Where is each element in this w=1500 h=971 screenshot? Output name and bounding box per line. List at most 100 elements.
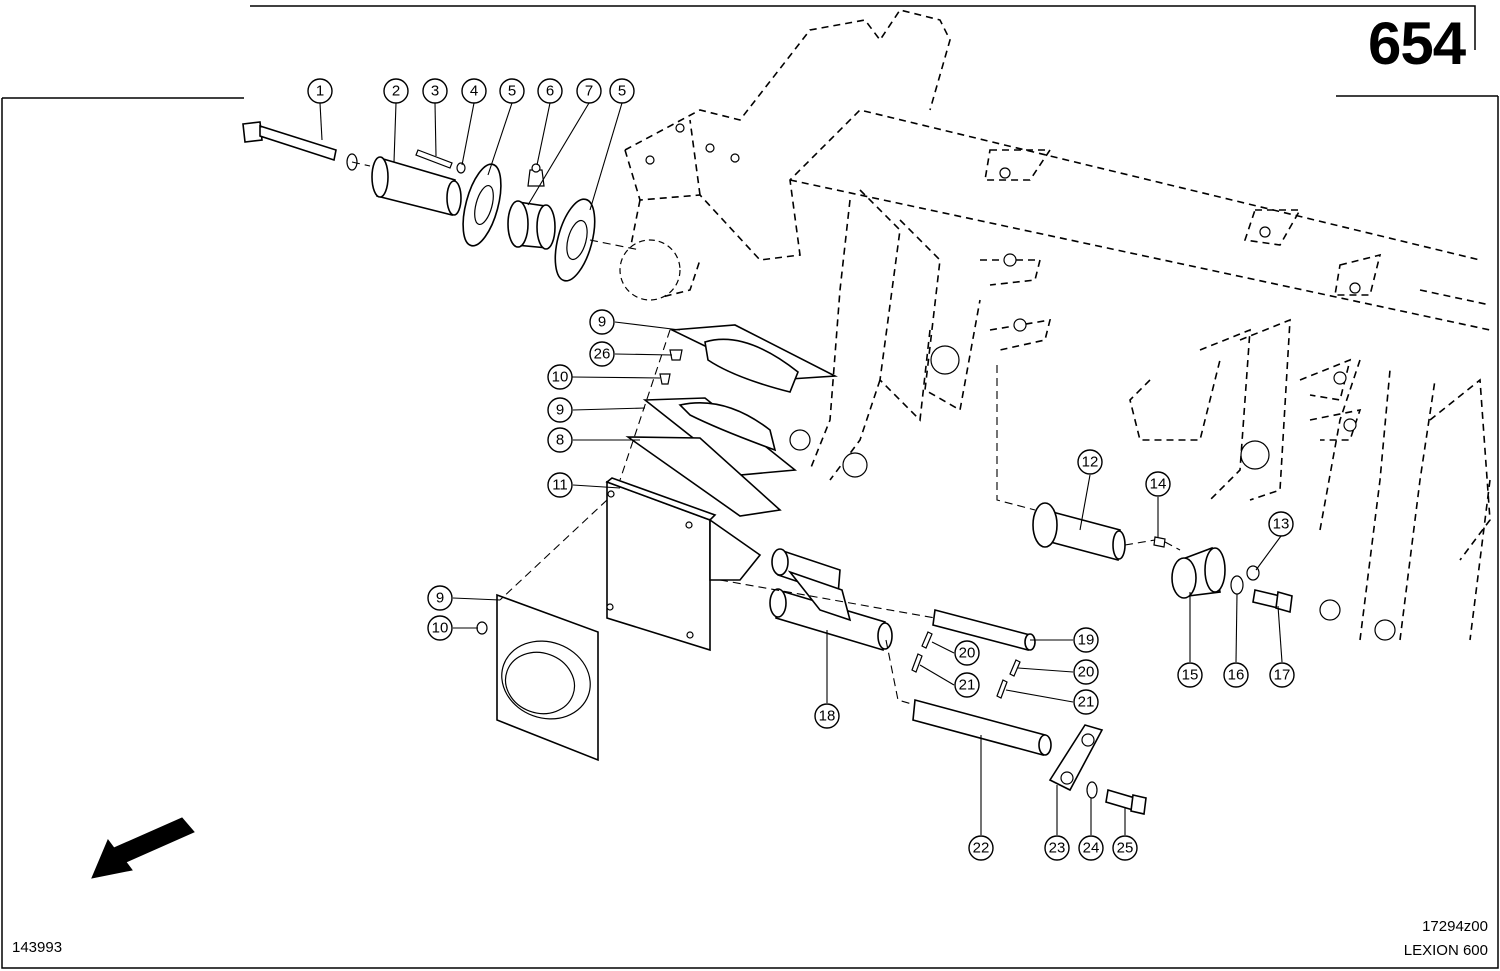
part-screw-10 — [659, 373, 671, 385]
callout: 2 — [383, 78, 409, 104]
callout: 21 — [1073, 689, 1099, 715]
callout-label: 21 — [959, 677, 976, 694]
callout-label: 20 — [959, 645, 976, 662]
callout-label: 22 — [973, 840, 990, 857]
callout-label: 21 — [1078, 694, 1095, 711]
callout: 22 — [968, 835, 994, 861]
part-pin-19 — [932, 608, 1036, 652]
callout: 13 — [1268, 511, 1294, 537]
callout-label: 14 — [1150, 476, 1167, 493]
callout-label: 16 — [1228, 667, 1245, 684]
callout-label: 11 — [552, 477, 568, 494]
callout: 25 — [1112, 835, 1138, 861]
callout-label: 17 — [1274, 667, 1291, 684]
callout: 20 — [954, 640, 980, 666]
callout-label: 20 — [1078, 664, 1095, 681]
part-lever — [769, 548, 893, 652]
part-roll-pins — [911, 631, 1021, 699]
callout: 14 — [1145, 471, 1171, 497]
drawing-code: 17294z00 — [1422, 918, 1488, 935]
callout-label: 10 — [432, 620, 449, 637]
callout: 19 — [1073, 627, 1099, 653]
callout: 4 — [461, 78, 487, 104]
part-cover-plate — [625, 436, 782, 517]
part-screw-10-lower — [476, 621, 488, 635]
callout: 15 — [1177, 662, 1203, 688]
callout: 5 — [499, 78, 525, 104]
callout: 24 — [1078, 835, 1104, 861]
part-screw-26 — [669, 349, 683, 361]
part-bolt-17 — [1252, 589, 1293, 614]
callout-label: 7 — [585, 83, 593, 100]
callout: 9 — [589, 309, 615, 335]
part-grease-nipple — [527, 163, 545, 187]
callout-label: 2 — [392, 83, 400, 100]
part-seal-plate-upper — [669, 324, 838, 393]
callout-label: 12 — [1082, 454, 1099, 471]
callout: 11 — [547, 472, 573, 498]
callout-label: 18 — [819, 708, 836, 725]
callout-label: 9 — [556, 402, 564, 419]
part-flange — [462, 163, 502, 247]
callout-label: 19 — [1078, 632, 1095, 649]
part-seal-plate-lower — [496, 593, 599, 762]
part-flange-second — [554, 198, 596, 282]
arrow-down-left-icon — [91, 817, 195, 879]
callout-label: 26 — [594, 346, 611, 363]
callout: 23 — [1044, 835, 1070, 861]
page-number: 654 — [1368, 10, 1466, 77]
leader-lines — [319, 102, 1283, 835]
machine-frame — [619, 9, 1491, 641]
callout-label: 13 — [1273, 516, 1290, 533]
callout: 5 — [609, 78, 635, 104]
callout-label: 5 — [508, 83, 516, 100]
part-sleeve-14 — [1153, 536, 1166, 548]
part-small-screw — [415, 149, 466, 174]
callout: 9 — [547, 397, 573, 423]
part-bolt-25 — [1105, 788, 1147, 815]
callout: 10 — [427, 615, 453, 641]
callout: 18 — [814, 703, 840, 729]
callout: 8 — [547, 427, 573, 453]
callout: 9 — [427, 585, 453, 611]
callout-label: 5 — [618, 83, 626, 100]
part-bushing-15 — [1171, 546, 1226, 599]
callout: 16 — [1223, 662, 1249, 688]
document-number: 143993 — [12, 939, 63, 956]
callout: 20 — [1073, 659, 1099, 685]
part-link-plate — [1048, 724, 1104, 792]
part-washer-24 — [1086, 781, 1098, 799]
part-washer-16 — [1230, 575, 1244, 595]
callout: 3 — [422, 78, 448, 104]
callout: 7 — [576, 78, 602, 104]
callout-label: 6 — [546, 83, 554, 100]
part-seal-plate-middle — [642, 397, 798, 476]
callout: 10 — [547, 364, 573, 390]
callout: 12 — [1077, 449, 1103, 475]
page-border — [1, 5, 1499, 969]
part-housing — [605, 477, 762, 652]
callout-label: 15 — [1182, 667, 1199, 684]
callout: 6 — [537, 78, 563, 104]
callout-label: 23 — [1049, 840, 1066, 857]
callout-label: 9 — [598, 314, 606, 331]
callout: 17 — [1269, 662, 1295, 688]
callout: 1 — [307, 78, 333, 104]
callout-label: 3 — [431, 83, 439, 100]
callout-label: 10 — [552, 369, 569, 386]
callout: 26 — [589, 341, 615, 367]
callout-label: 25 — [1117, 840, 1134, 857]
callout-label: 24 — [1083, 840, 1100, 857]
part-shaft — [912, 698, 1052, 757]
model-name: LEXION 600 — [1403, 942, 1488, 959]
part-bushing — [371, 156, 462, 217]
callout-label: 9 — [436, 590, 444, 607]
callout-label: 1 — [316, 83, 324, 100]
part-bolt — [242, 121, 358, 171]
callout-label: 8 — [556, 432, 564, 449]
part-bearing — [507, 200, 556, 250]
callout: 21 — [954, 672, 980, 698]
part-bearing-pin — [1032, 502, 1126, 562]
callout-label: 4 — [470, 83, 478, 100]
